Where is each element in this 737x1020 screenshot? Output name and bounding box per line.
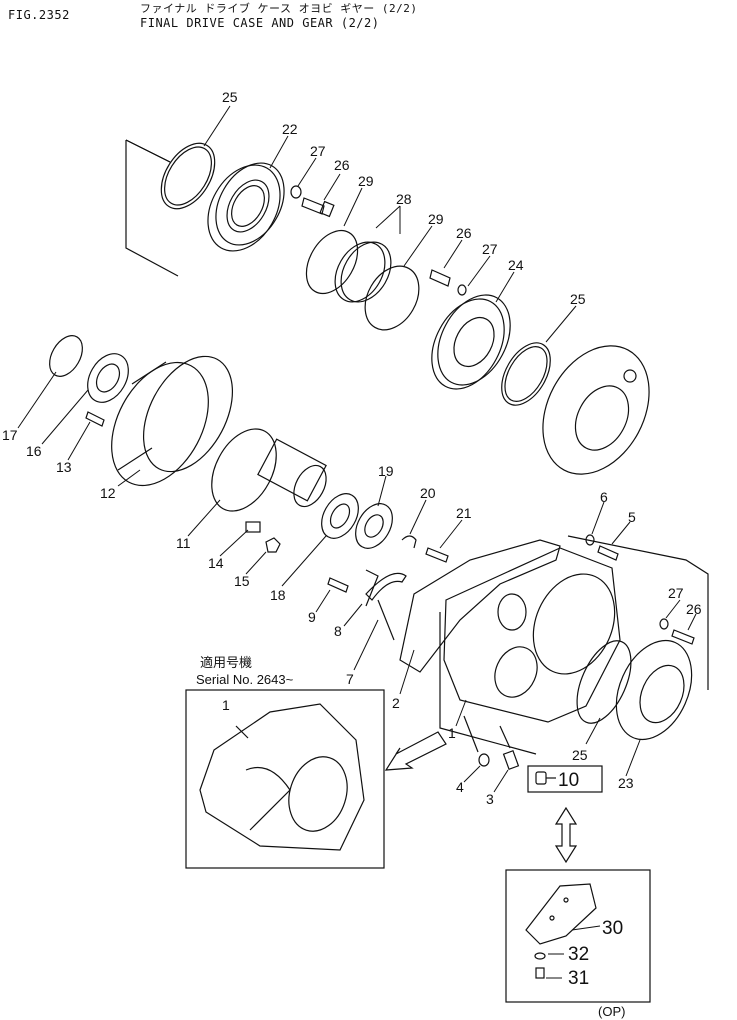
cage-23 (615, 639, 693, 741)
o-ring-25-mid (501, 342, 551, 406)
o-ring-25-top (160, 142, 216, 210)
washer-6 (585, 534, 595, 546)
callout-16: 16 (26, 443, 42, 459)
bolt-13 (85, 411, 105, 427)
callout-26-c: 26 (686, 601, 702, 617)
title-english: FINAL DRIVE CASE AND GEAR (2/2) (140, 16, 380, 30)
part-10-box (527, 765, 603, 793)
plug-4 (478, 753, 490, 767)
ring-29-a (305, 229, 359, 295)
pin-8 (365, 569, 379, 607)
callout-9: 9 (308, 609, 316, 625)
callout-27-c: 27 (668, 585, 684, 601)
nut-15 (265, 537, 281, 553)
callout-6: 6 (600, 489, 608, 505)
bolt-31 (535, 967, 545, 979)
callout-21: 21 (456, 505, 472, 521)
arrow-to-serial-box (384, 731, 447, 771)
group-bracket-right (439, 535, 709, 755)
callout-3: 3 (486, 791, 494, 807)
serial-title-jp: 適用号機 (200, 655, 253, 670)
bearing-16 (87, 353, 129, 403)
snap-ring-17 (49, 335, 83, 377)
title-japanese: ファイナル ドライブ ケース オヨビ ギヤー (2/2) (140, 2, 418, 15)
option-box (505, 869, 651, 1003)
cover-housing (542, 345, 650, 475)
bolt-9 (327, 577, 349, 593)
callout-17: 17 (2, 427, 18, 443)
final-drive-case-1 (443, 547, 621, 723)
callout-5: 5 (628, 509, 636, 525)
washer-27-bottom (659, 618, 669, 630)
bolt-21 (425, 547, 449, 563)
callout-11: 11 (176, 535, 191, 551)
callout-14: 14 (208, 555, 224, 571)
callout-29-b: 29 (428, 211, 444, 227)
ring-gear-12 (111, 355, 234, 487)
callout-28: 28 (396, 191, 412, 207)
callout-27-a: 27 (310, 143, 326, 159)
callout-12: 12 (100, 485, 116, 501)
callout-20: 20 (420, 485, 436, 501)
callout-29-a: 29 (358, 173, 374, 189)
retainer-24 (431, 294, 511, 390)
bracket-30 (525, 883, 597, 945)
figure-number: FIG.2352 (8, 8, 70, 22)
bolt-26-bottom (671, 629, 695, 645)
bearing-18 (321, 493, 359, 539)
bolt-26-top (301, 197, 335, 218)
o-ring-25-bottom (576, 640, 632, 724)
pin-3 (502, 750, 520, 770)
lock-plate-14 (245, 521, 261, 533)
double-arrow (554, 806, 578, 864)
callout-25-top: 25 (222, 89, 238, 105)
callout-26-b: 26 (456, 225, 472, 241)
washer-27-top (290, 185, 302, 199)
washer-27-mid (457, 284, 467, 296)
callout-25-mid: 25 (570, 291, 586, 307)
bearing-22 (207, 162, 285, 252)
callout-18: 18 (270, 587, 286, 603)
serial-number: Serial No. 2643~ (196, 672, 294, 687)
plug-10 (535, 771, 547, 785)
callout-13: 13 (56, 459, 72, 475)
callout-15: 15 (234, 573, 250, 589)
callout-31: 31 (568, 968, 589, 989)
lock-20 (401, 535, 417, 549)
bolt-26-mid (429, 269, 451, 287)
callout-4: 4 (456, 779, 464, 795)
callout-8: 8 (334, 623, 342, 639)
case-variant-drawing (199, 703, 365, 851)
callout-labels: 25 22 27 26 29 28 29 26 27 24 25 17 16 1… (2, 89, 702, 989)
callout-10: 10 (558, 770, 579, 791)
callout-22: 22 (282, 121, 298, 137)
callout-32: 32 (568, 944, 589, 965)
leader-lines (17, 105, 697, 979)
callout-2: 2 (392, 695, 400, 711)
callout-25-bottom: 25 (572, 747, 588, 763)
washer-32 (534, 952, 546, 960)
bolt-5 (597, 545, 619, 561)
serial-caption: 適用号機 Serial No. 2643~ (196, 654, 293, 688)
callout-7: 7 (346, 671, 354, 687)
seal-plate-7 (365, 572, 407, 641)
callout-27-b: 27 (482, 241, 498, 257)
callout-1-variant: 1 (222, 697, 230, 713)
ring-29-b (364, 265, 420, 331)
option-label: (OP) (598, 1004, 626, 1019)
callout-19: 19 (378, 463, 394, 479)
callout-26-a: 26 (334, 157, 350, 173)
serial-variant-box (185, 689, 385, 869)
seal-28 (334, 241, 392, 303)
plate-19 (355, 503, 393, 549)
callout-24: 24 (508, 257, 524, 273)
hub-11 (211, 428, 327, 512)
callout-23: 23 (618, 775, 634, 791)
callout-30: 30 (602, 918, 623, 939)
callout-1-main: 1 (448, 725, 456, 741)
